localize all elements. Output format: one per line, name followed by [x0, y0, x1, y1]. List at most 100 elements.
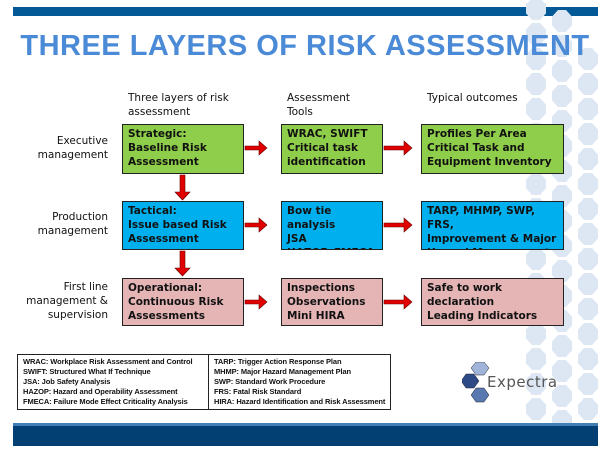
hexagon-shape	[578, 398, 598, 420]
legend-entry: MHMP: Major Hazard Management Plan	[214, 367, 352, 376]
hexagon-shape	[578, 48, 598, 70]
legend-entry: SWP: Standard Work Procedure	[214, 377, 326, 386]
box-line: Improvement & Major	[427, 233, 557, 245]
hexagon-shape	[578, 298, 598, 320]
hexagon-shape	[526, 73, 546, 95]
legend-entry: JSA: Job Safety Analysis	[23, 377, 111, 386]
legend-entry: TARP: Trigger Action Response Plan	[214, 357, 342, 366]
arrow-right-icon	[244, 217, 268, 233]
logo-icon	[462, 362, 490, 403]
hexagon-shape	[578, 198, 598, 220]
hexagon-shape	[526, 348, 546, 370]
hexagon-shape	[552, 35, 572, 57]
hexagon-shape	[526, 23, 546, 45]
hexagon-shape	[578, 323, 598, 345]
hexagon-shape	[552, 360, 572, 382]
hexagon-shape	[578, 148, 598, 170]
box-line: Strategic:	[128, 128, 187, 140]
box-line: Leading Indicators	[427, 310, 538, 322]
tools-box: WRAC, SWIFT Critical task identification	[281, 124, 383, 174]
expectra-logo: Expectra	[462, 362, 582, 414]
row-label-production: Production management	[37, 211, 108, 237]
legend-entry: WRAC: Workplace Risk Assessment and Cont…	[23, 357, 193, 366]
row-label-first-line: First line management & supervision	[26, 281, 108, 321]
arrow-right-icon	[244, 294, 268, 310]
hexagon-shape	[578, 223, 598, 245]
hexagon-shape	[526, 248, 546, 270]
legend-entry: FMECA: Failure Mode Effect Criticality A…	[23, 397, 188, 406]
abbreviation-legend: WRAC: Workplace Risk Assessment and Cont…	[17, 354, 392, 410]
hexagon-shape	[552, 10, 572, 32]
hexagon-shape	[552, 60, 572, 82]
box-line: Observations	[287, 296, 366, 308]
hexagon-shape	[552, 260, 572, 282]
box-line: HAZOP, FMECA	[287, 246, 377, 249]
box-line: Equipment Inventory	[427, 156, 552, 168]
arrow-right-icon	[383, 140, 413, 156]
arrow-right-icon	[244, 140, 268, 156]
box-line: Assessment	[128, 233, 199, 245]
hexagon-shape	[552, 85, 572, 107]
slide-title: THREE LAYERS OF RISK ASSESSMENT	[20, 30, 590, 62]
box-line: Baseline Risk	[128, 142, 207, 154]
arrow-down-icon	[174, 250, 191, 277]
arrow-right-icon	[383, 294, 413, 310]
legend-entry: SWIFT: Structured What If Technique	[23, 367, 151, 376]
legend-entry: HAZOP: Hazard and Operability Assessment	[23, 387, 178, 396]
legend-entry: HIRA: Hazard Identification and Risk Ass…	[214, 397, 386, 406]
box-line: identification	[287, 156, 366, 168]
hexagon-shape	[552, 335, 572, 357]
header-outcomes: Typical outcomes	[427, 92, 518, 104]
hexagon-shape	[578, 248, 598, 270]
hexagon-shape	[526, 0, 546, 20]
legend-entry: FRS: Fatal Risk Standard	[214, 387, 302, 396]
header-tools: Assessment Tools	[287, 92, 350, 118]
box-line: Tactical:	[128, 205, 177, 217]
box-line: Bow tie analysis	[287, 205, 336, 231]
box-line: Critical Task and	[427, 142, 525, 154]
logo-text: Expectra	[487, 373, 558, 391]
hexagon-shape	[526, 48, 546, 70]
box-line: TARP, MHMP, SWP, FRS,	[427, 205, 535, 231]
box-line: JSA	[287, 233, 307, 245]
header-layers: Three layers of risk assessment	[128, 92, 229, 118]
hexagon-shape	[552, 385, 572, 407]
tools-box: Bow tie analysisJSAHAZOP, FMECA	[281, 201, 383, 250]
box-line: Safe to work declaration	[427, 282, 502, 308]
hexagon-shape	[578, 348, 598, 370]
box-line: Operational:	[128, 282, 203, 294]
box-line: Mini HIRA	[287, 310, 345, 322]
box-line: Assessments	[128, 310, 206, 322]
box-line: Critical task	[287, 142, 359, 154]
box-line: Improvement Plans	[427, 323, 558, 325]
hexagon-shape	[578, 273, 598, 295]
hexagon-shape	[578, 73, 598, 95]
hexagon-shape	[526, 373, 546, 395]
outcomes-box: TARP, MHMP, SWP, FRS, Improvement & Major…	[421, 201, 564, 250]
hexagon-shape	[578, 173, 598, 195]
box-line: Issue based Risk	[128, 219, 227, 231]
box-line: Hazard Management	[427, 246, 558, 249]
hexagon-shape	[578, 98, 598, 120]
bottom-bar	[13, 423, 598, 446]
box-line: Assessment	[128, 156, 199, 168]
top-bar	[13, 7, 598, 16]
box-line: Inspections	[287, 282, 356, 294]
arrow-down-icon	[174, 174, 191, 201]
hexagon-shape	[578, 373, 598, 395]
hexagon-shape	[526, 173, 546, 195]
hexagon-shape	[578, 123, 598, 145]
arrow-right-icon	[383, 217, 413, 233]
box-line: WRAC, SWIFT	[287, 128, 368, 140]
box-line: Continuous Risk	[128, 296, 224, 308]
hexagon-shape	[526, 98, 546, 120]
row-label-executive: Executive management	[37, 135, 108, 161]
